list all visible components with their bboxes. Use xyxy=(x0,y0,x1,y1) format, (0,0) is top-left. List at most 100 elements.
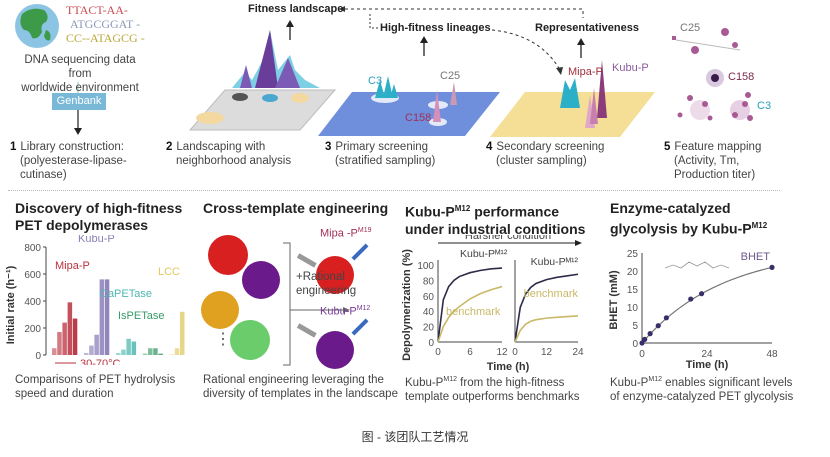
curve-benchmark xyxy=(437,285,503,343)
bar-kubu-p xyxy=(104,279,110,355)
y-tick-label: 0 xyxy=(428,338,434,349)
data-point xyxy=(639,340,645,346)
bar-ispetase xyxy=(148,348,153,355)
data-point xyxy=(663,315,669,321)
cluster-label-c158: C158 xyxy=(405,112,432,124)
feature-label-c158: C158 xyxy=(728,71,755,83)
x-tick-label: 12 xyxy=(496,347,508,358)
x-tick-label: 24 xyxy=(572,347,584,358)
enzyme-mipa-variant xyxy=(316,256,354,294)
series-label: IsPETase xyxy=(118,310,164,322)
arrowhead xyxy=(575,240,582,246)
x-tick-label: 12 xyxy=(541,347,553,358)
benchmark-label: benchmark xyxy=(524,288,579,300)
feature-label-c3: C3 xyxy=(757,100,772,112)
enzyme-orange xyxy=(201,291,239,329)
y-tick-label: 20 xyxy=(627,267,639,278)
kubu-variant-label: Kubu-PM12 xyxy=(320,305,371,318)
bar-lcc xyxy=(169,354,175,355)
bar-kubu-p xyxy=(89,345,94,355)
temperature-label: 30-70°C xyxy=(80,358,121,365)
figure-caption: 图 - 该团队工艺情况 xyxy=(361,430,469,444)
x-tick-label: 0 xyxy=(512,347,518,358)
section-divider xyxy=(8,190,780,191)
kubu-curve-label: Kubu-Pᴹ¹² xyxy=(460,248,508,260)
bar-capetase xyxy=(131,341,137,355)
enzyme-purple xyxy=(242,261,280,299)
representativeness-label: Representativeness xyxy=(535,22,639,34)
y-tick-label: 80 xyxy=(423,276,435,287)
y-tick-label: 10 xyxy=(627,303,639,314)
y-axis-label: BHET (mM) xyxy=(608,270,620,330)
data-point xyxy=(647,331,653,337)
enzyme-green xyxy=(230,320,270,360)
data-point xyxy=(769,264,775,270)
bar-mipa-p xyxy=(62,322,67,355)
curve-benchmark xyxy=(514,315,579,343)
dna-sequence-2: ATGCGGAT - xyxy=(70,17,141,31)
primary-screening-graphic xyxy=(318,76,500,136)
y-tick-label: 400 xyxy=(24,297,41,308)
data-point xyxy=(698,291,705,297)
bar-mipa-p xyxy=(72,318,78,355)
bar-mipa-p xyxy=(52,348,57,355)
bar-mipa-p xyxy=(67,302,73,355)
harsher-label: Harsher condition xyxy=(465,235,551,242)
y-tick-label: 15 xyxy=(627,285,639,296)
wrench-icon xyxy=(296,323,317,338)
y-tick-label: 60 xyxy=(423,292,435,303)
data-point xyxy=(655,323,661,329)
series-label: LCC xyxy=(158,266,180,278)
y-axis-label: Depolymerization (%) xyxy=(401,249,413,361)
bhet-structure-icon xyxy=(664,261,730,269)
performance-title: Kubu-PM12 performance under industrial c… xyxy=(405,203,586,237)
dna-sequence-3: CC--ATAGCG - xyxy=(66,31,145,45)
series-label: Kubu-P xyxy=(78,235,115,245)
secondary-screening-graphic xyxy=(490,60,655,137)
series-label: Mipa-P xyxy=(55,260,90,272)
y-tick-label: 600 xyxy=(24,270,41,281)
series-label: CaPETase xyxy=(100,288,152,300)
y-tick-label: 0 xyxy=(632,339,638,350)
data-point xyxy=(688,296,694,302)
x-tick-label: 0 xyxy=(639,349,645,360)
bar-ispetase xyxy=(142,353,148,355)
fit-curve xyxy=(641,266,773,344)
bar-capetase xyxy=(121,349,126,355)
x-tick-label: 0 xyxy=(435,347,441,358)
bar-kubu-p xyxy=(94,334,99,355)
bar-lcc xyxy=(174,348,180,355)
y-tick-label: 800 xyxy=(24,243,41,254)
enzyme-red xyxy=(208,235,248,275)
benchmark-label: benchmark xyxy=(446,306,501,318)
mipa-p-label: Mipa-P xyxy=(568,66,603,78)
glycolysis-caption: Kubu-PM12 enables significant levels of … xyxy=(610,376,794,403)
glycolysis-title: Enzyme-catalyzed glycolysis by Kubu-PM12 xyxy=(610,200,768,237)
top-illustrations xyxy=(15,4,753,137)
curve-kubu-pm12 xyxy=(437,267,503,343)
kubu-p-label: Kubu-P xyxy=(612,62,649,74)
x-tick-label: 48 xyxy=(766,349,778,360)
high-fitness-lineages-label: High-fitness lineages xyxy=(380,22,491,34)
depolymerization-line-chart: Depolymerization (%)020406080100Harsher … xyxy=(401,235,584,373)
more-templates-ellipsis: ⋮ xyxy=(215,331,231,348)
x-axis-label: Time (h) xyxy=(686,359,729,371)
y-tick-label: 200 xyxy=(24,324,41,335)
performance-caption: Kubu-PM12 from the high-fitness template… xyxy=(405,376,580,403)
dna-sequence-1: TTACT-AA- xyxy=(66,3,128,17)
mipa-variant-label: Mipa -PM19 xyxy=(320,227,372,240)
cluster-label-c3: C3 xyxy=(368,75,383,87)
bar-mipa-p xyxy=(57,332,62,355)
globe-icon xyxy=(15,4,59,48)
feature-map-graphic xyxy=(672,28,753,121)
bar-capetase xyxy=(116,352,121,355)
fitness-landscape-label: Fitness landscape xyxy=(248,3,344,15)
x-axis-label: Time (h) xyxy=(487,361,530,373)
